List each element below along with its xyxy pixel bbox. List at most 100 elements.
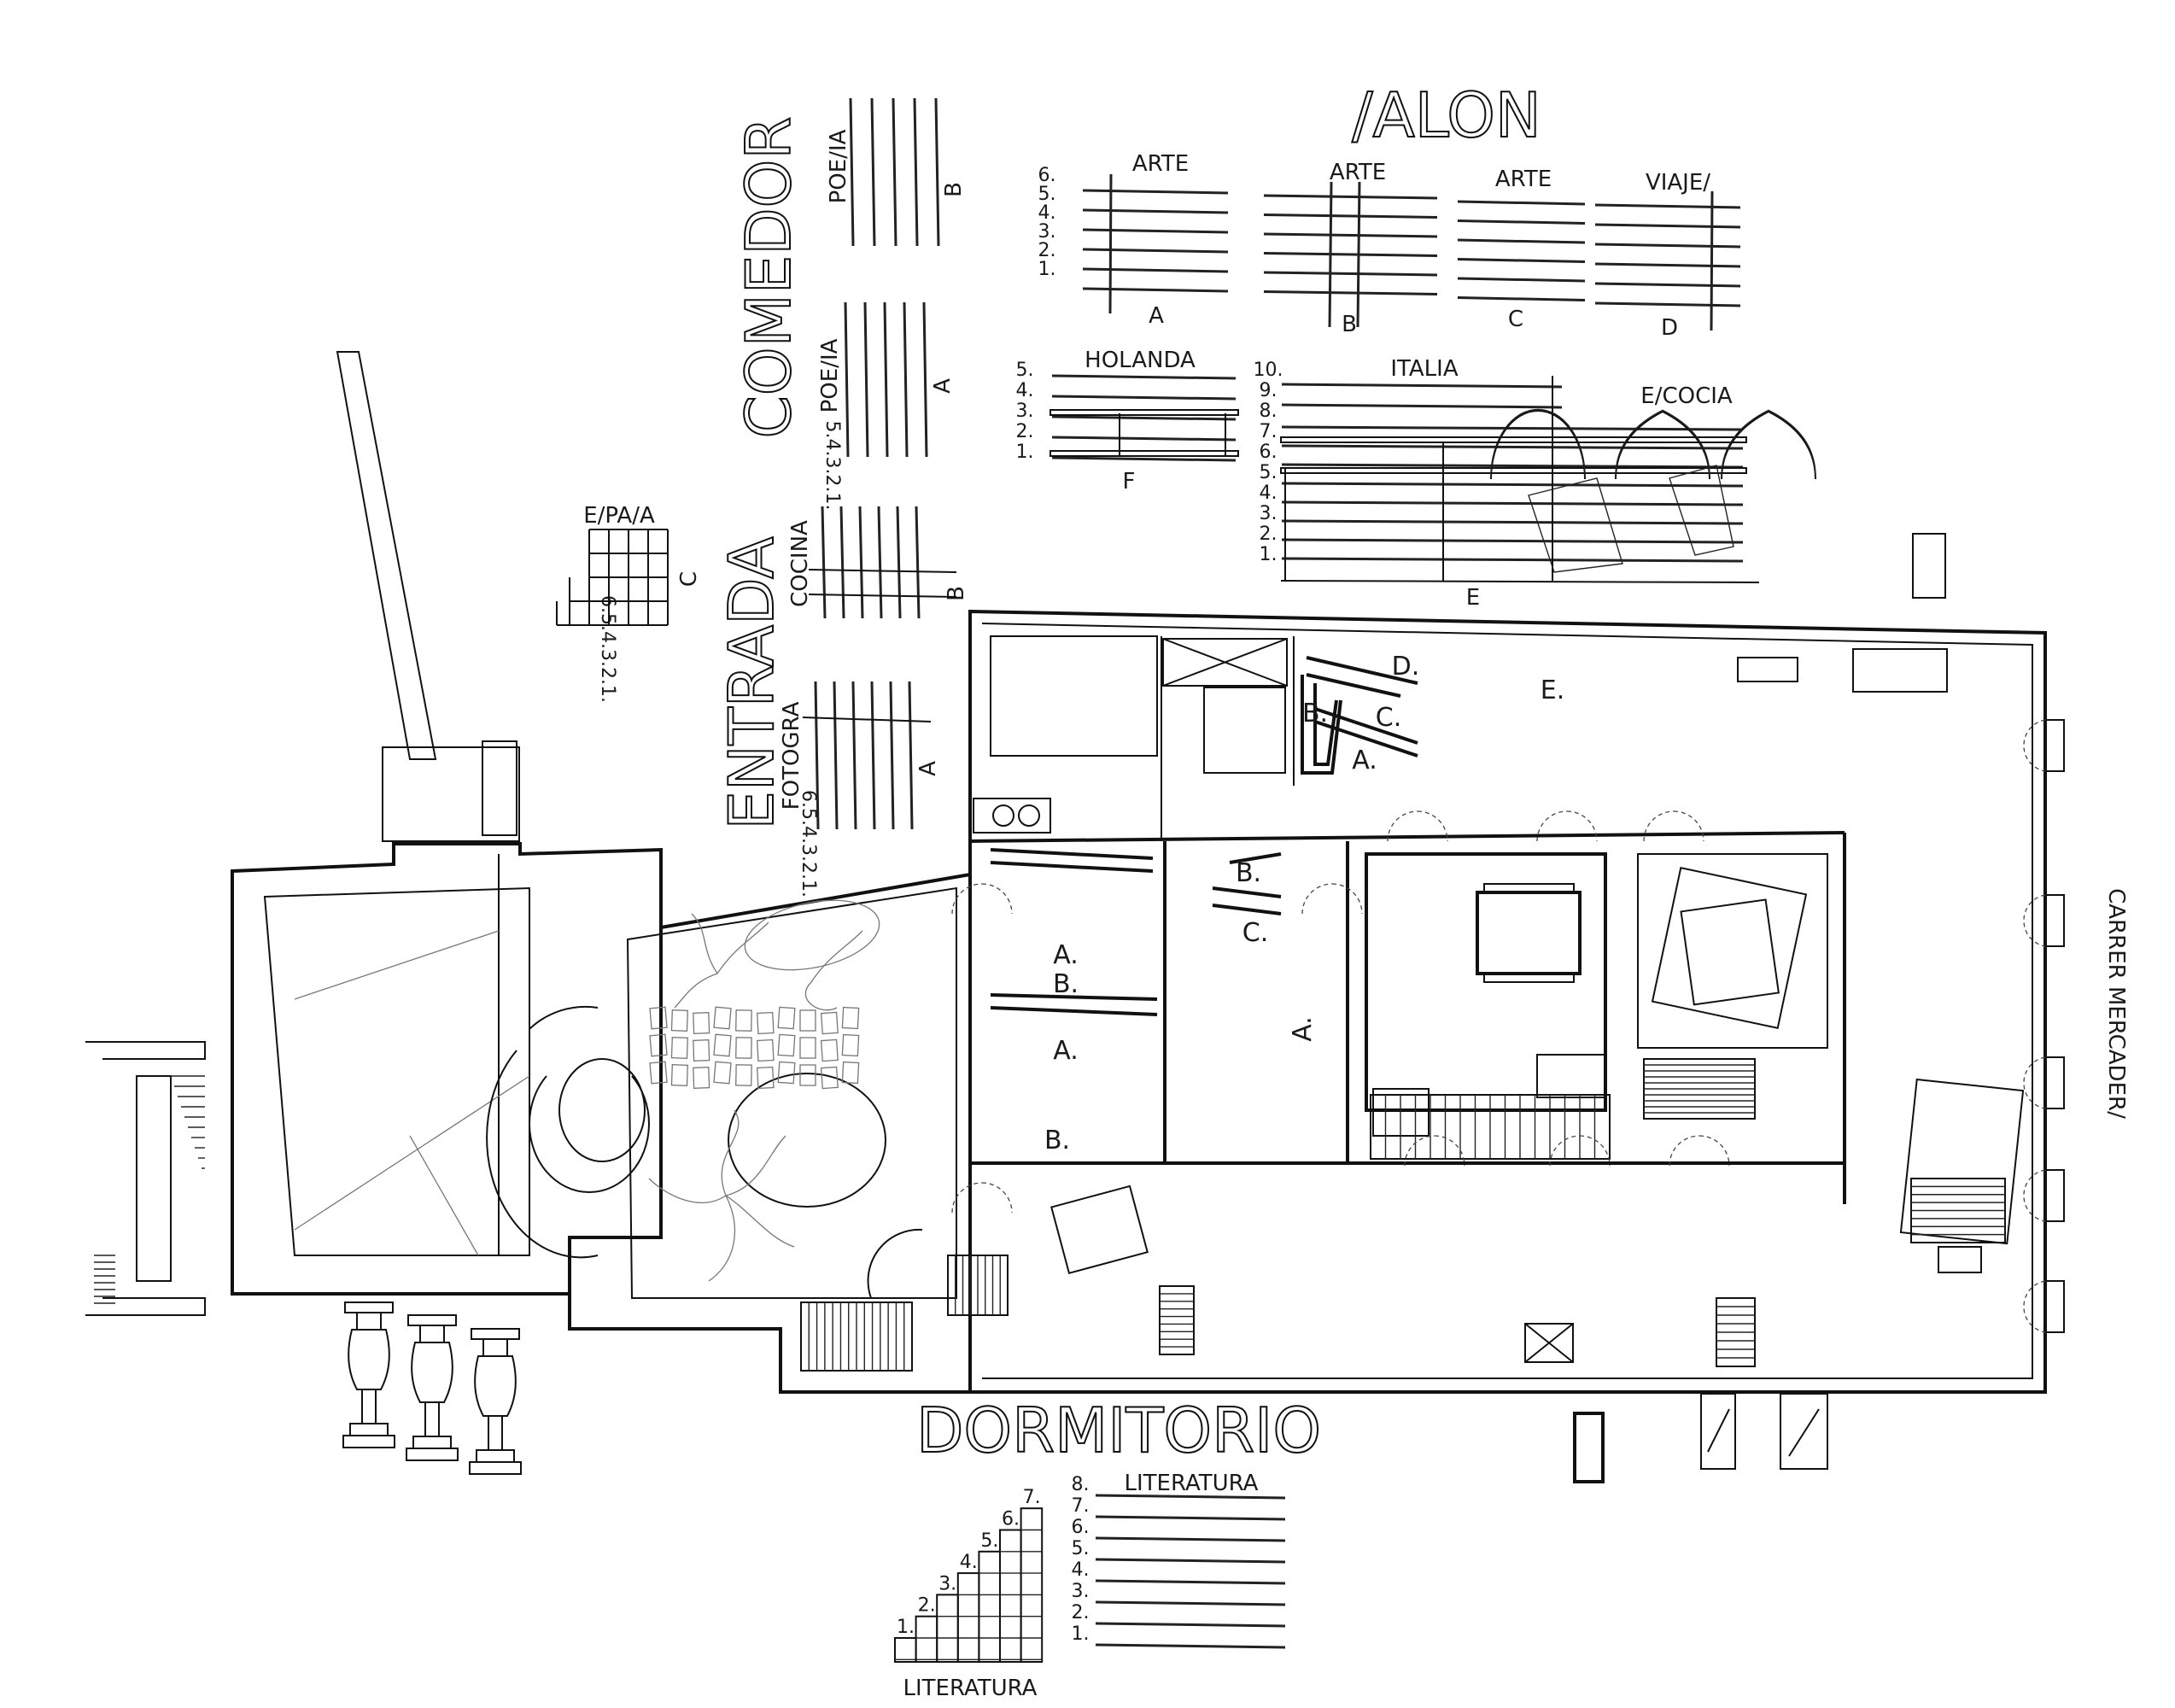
- shelf-number: 5.: [1016, 360, 1034, 381]
- door-swing: [951, 1182, 1013, 1214]
- room-title-dormitorio: DORMITORIO: [916, 1395, 1321, 1466]
- chair: [841, 1033, 860, 1057]
- shelf-board: [1082, 267, 1229, 273]
- shelf-rail: [1280, 436, 1747, 443]
- room-title-salon: /ALON: [1352, 79, 1541, 151]
- gothic-arch-inner: [1721, 409, 1816, 477]
- shelf-number: 4.: [1016, 380, 1034, 401]
- tree-drawing: [674, 913, 863, 1011]
- shelf-board: [1263, 194, 1438, 200]
- espasa-shelf-title: E/PA/A: [583, 503, 655, 529]
- shelf-board: [1594, 203, 1741, 209]
- comedor-shelf-a-title: POE/IA: [817, 338, 843, 412]
- door-swing: [1301, 883, 1363, 915]
- shelf-rail: [808, 569, 957, 573]
- salon-shelf-c: ARTE C: [1495, 167, 1552, 332]
- room-title-comedor: COMEDOR: [733, 117, 804, 439]
- facade-windows: [2023, 719, 2065, 1333]
- shelf-title-escocia: E/COCIA: [1640, 383, 1733, 409]
- shelf-rail: [1049, 409, 1239, 416]
- chair: [735, 1037, 752, 1059]
- shelf-board: [1082, 228, 1229, 234]
- shelf-board: [1594, 243, 1741, 249]
- shelf-board: [1281, 425, 1744, 431]
- door-swings: [951, 810, 1730, 1214]
- chair: [820, 1066, 839, 1090]
- shelf-board: [1594, 223, 1741, 229]
- salon-shelf-a: ARTE A 6.5.4.3.2.1.: [1038, 151, 1190, 329]
- bench: [1483, 883, 1575, 893]
- shelf-letter: D: [1661, 315, 1678, 341]
- door-swing: [951, 883, 1013, 915]
- shelf-board: [1095, 1515, 1286, 1521]
- espasa-shelf-numbers: 6.5.4.3.2.1.: [597, 595, 618, 703]
- comedor-shelf-a-numbers: 5.4.3.2.1.: [821, 421, 843, 511]
- list-number: 3.: [1072, 1581, 1090, 1602]
- list-number: 2.: [1072, 1602, 1090, 1623]
- shelf-board: [934, 97, 940, 247]
- window-swing: [2023, 894, 2046, 947]
- salon-room-box: [1365, 852, 1607, 1112]
- bookshelf-run: [1314, 707, 1418, 745]
- shelf-upright: [1356, 181, 1361, 328]
- window-swing: [2023, 1056, 2046, 1109]
- bookshelf-run: [1306, 673, 1401, 698]
- window-swing: [2023, 1169, 2046, 1222]
- rotated-furniture: [1651, 866, 1808, 1030]
- shelf-board: [833, 681, 839, 830]
- step-column: [1020, 1507, 1044, 1663]
- shelf-board: [1457, 258, 1586, 263]
- shelf-board: [1082, 208, 1229, 214]
- shelf-number: 3.: [1260, 503, 1278, 524]
- literatura-steps-title: LITERATURA: [903, 1676, 1038, 1701]
- bookshelf-run: [1313, 683, 1338, 766]
- left-block-diagonal: [409, 1135, 479, 1256]
- room-zone-label: A.: [1053, 940, 1079, 970]
- shelf-board: [1594, 282, 1741, 288]
- shelf-board: [1095, 1494, 1286, 1500]
- door-swing: [1404, 1135, 1465, 1167]
- step-number: 1.: [897, 1617, 915, 1638]
- room-zone-label: A.: [1352, 746, 1377, 775]
- step-number: 7.: [1023, 1487, 1041, 1508]
- shelf-board: [1095, 1579, 1286, 1585]
- chair: [693, 1012, 710, 1034]
- shelf-board: [883, 301, 889, 458]
- tilted-panel: [1669, 465, 1734, 556]
- shelf-board: [1281, 482, 1744, 488]
- bench: [1483, 973, 1575, 983]
- shelf-upright: [1328, 181, 1333, 328]
- door-diagonal: [1707, 1408, 1730, 1453]
- shelf-rail: [802, 717, 932, 722]
- cocina-shelf-letter: B: [944, 586, 969, 601]
- window-bench: [1536, 1054, 1606, 1098]
- bookshelf-run: [1212, 904, 1282, 915]
- right-stair: [1899, 1078, 2025, 1245]
- shelf-board: [1594, 301, 1741, 307]
- chair: [841, 1006, 860, 1030]
- sink: [1018, 804, 1040, 827]
- shelf-board: [1457, 219, 1586, 225]
- shelf-title: ARTE: [1495, 167, 1552, 192]
- step-number: 4.: [960, 1552, 978, 1573]
- baluster: [342, 1301, 395, 1448]
- comedor-shelf-b-title: POE/IA: [826, 129, 851, 203]
- window-swing: [2023, 719, 2046, 772]
- shelf-number: 1.: [1260, 544, 1278, 565]
- bookshelf-run: [1306, 656, 1418, 685]
- gothic-arch-inner: [1490, 408, 1586, 477]
- list-number: 1.: [1072, 1623, 1090, 1645]
- street-label: CARRER MERCADER/: [2103, 888, 2129, 1119]
- sink: [992, 804, 1014, 827]
- interior-wall: [969, 831, 1845, 843]
- room-zone-label: A.: [1053, 1036, 1079, 1066]
- shelf-board: [858, 506, 864, 619]
- tilted-panel: [1528, 477, 1623, 573]
- shelf-board: [1082, 189, 1229, 195]
- corner-stair: [1737, 657, 1798, 682]
- cocina-shelf-title: COCINA: [787, 520, 813, 607]
- shelf-rail: [1049, 450, 1239, 457]
- bathroom-box: [1162, 638, 1288, 687]
- door-diagonal: [1788, 1408, 1820, 1457]
- salon-shelf-b: ARTE B: [1330, 160, 1386, 337]
